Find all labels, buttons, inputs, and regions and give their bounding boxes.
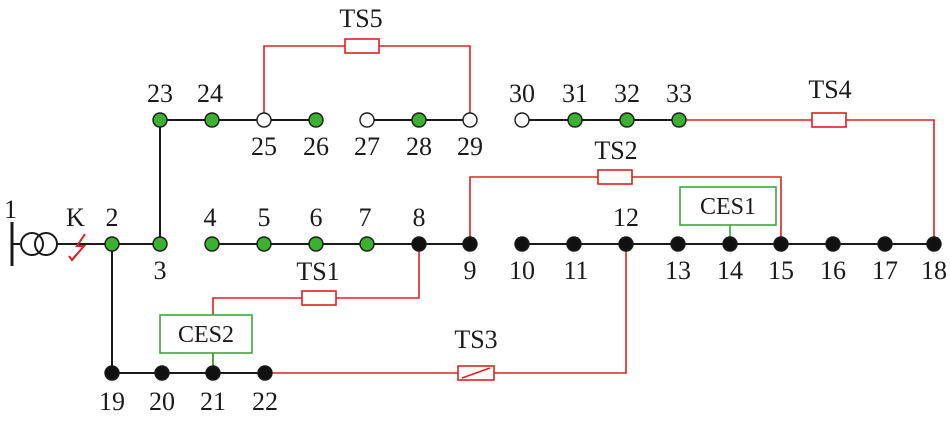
tie-switch-ts4 [811, 112, 847, 128]
bus-node-25 [256, 112, 272, 128]
bus-node-22 [257, 365, 273, 381]
bus-label-33: 33 [666, 79, 692, 108]
tie-switch-label-ts5: TS5 [339, 4, 382, 33]
bus-node-10 [514, 236, 530, 252]
bus-node-28 [411, 112, 427, 128]
bus-node-32 [619, 112, 635, 128]
bus-label-15: 15 [768, 256, 794, 285]
bus-node-29 [462, 112, 478, 128]
ces-box-ces2 [159, 314, 253, 354]
bus-label-9: 9 [464, 256, 477, 285]
bus-label-27: 27 [354, 132, 380, 161]
bus-label-26: 26 [303, 132, 329, 161]
bus-label-10: 10 [509, 256, 535, 285]
bus-node-7 [359, 236, 375, 252]
bus-node-2 [104, 236, 120, 252]
bus-label-28: 28 [406, 132, 432, 161]
bus-node-12 [618, 236, 634, 252]
bus-label-32: 32 [614, 79, 640, 108]
bus-label-13: 13 [665, 256, 691, 285]
tie-switch-label-ts1: TS1 [296, 257, 339, 286]
bus-label-11: 11 [563, 256, 588, 285]
bus-label-24: 24 [197, 79, 223, 108]
bus-node-8 [411, 236, 427, 252]
bus-node-11 [566, 236, 582, 252]
bus-label-4: 4 [204, 203, 217, 232]
bus-node-16 [825, 236, 841, 252]
bus-label-29: 29 [457, 132, 483, 161]
tie-line-ts3 [265, 244, 627, 374]
bus-label-5: 5 [258, 203, 271, 232]
bus-label-16: 16 [820, 256, 846, 285]
bus-node-17 [877, 236, 893, 252]
bus-node-23 [152, 112, 168, 128]
ces-box-ces1 [679, 186, 777, 226]
switch-k-label: K [66, 203, 85, 232]
bus-node-24 [204, 112, 220, 128]
bus-node-33 [671, 112, 687, 128]
tie-line-ts4 [679, 119, 935, 244]
tie-switch-label-ts4: TS4 [808, 75, 851, 104]
tie-switch-ts5 [344, 38, 380, 54]
bus-label-7: 7 [359, 203, 372, 232]
bus-label-6: 6 [310, 203, 323, 232]
bus-node-14 [722, 236, 738, 252]
bus-label-20: 20 [149, 387, 175, 416]
transformer-winding-1-icon [20, 232, 44, 256]
bus-label-21: 21 [200, 387, 226, 416]
bus-label-18: 18 [921, 256, 947, 285]
bus-node-19 [104, 365, 120, 381]
tie-switch-label-ts3: TS3 [454, 325, 497, 354]
source-substation: 1 K [4, 195, 112, 266]
bus-node-5 [256, 236, 272, 252]
bus-label-23: 23 [147, 79, 173, 108]
bus-label-31: 31 [562, 79, 588, 108]
bus-label-17: 17 [872, 256, 898, 285]
bus-label-14: 14 [717, 256, 743, 285]
tie-switch-ts2 [597, 169, 633, 185]
bus-label-30: 30 [509, 79, 535, 108]
lightning-bolt-icon [71, 233, 87, 261]
bus-node-15 [773, 236, 789, 252]
bus-node-30 [514, 112, 530, 128]
bus-label-2: 2 [106, 203, 119, 232]
bus-node-20 [154, 365, 170, 381]
bus-node-27 [359, 112, 375, 128]
bus-node-26 [308, 112, 324, 128]
transformer-winding-2-icon [34, 232, 58, 256]
bus-label-25: 25 [251, 132, 277, 161]
tie-switch-label-ts2: TS2 [594, 136, 637, 165]
tie-line-ts5 [263, 45, 471, 120]
source-label: 1 [4, 195, 17, 224]
ces-label-ces1: CES1 [700, 194, 756, 220]
bus-label-8: 8 [413, 203, 426, 232]
bus-nodes [104, 112, 942, 381]
bus-label-12: 12 [613, 203, 639, 232]
tie-switch-ts1 [301, 290, 337, 306]
bus-node-4 [204, 236, 220, 252]
bus-label-19: 19 [99, 387, 125, 416]
bus-node-3 [152, 236, 168, 252]
bus-node-6 [308, 236, 324, 252]
open-switch-blade-icon [461, 367, 491, 379]
bus-node-13 [670, 236, 686, 252]
bus-node-18 [926, 236, 942, 252]
bus-node-21 [205, 365, 221, 381]
fault-arrowhead [68, 254, 77, 262]
ces-label-ces2: CES2 [178, 322, 234, 348]
bus-label-22: 22 [252, 387, 278, 416]
bus-node-9 [462, 236, 478, 252]
bus-node-31 [567, 112, 583, 128]
bus-label-3: 3 [154, 256, 167, 285]
